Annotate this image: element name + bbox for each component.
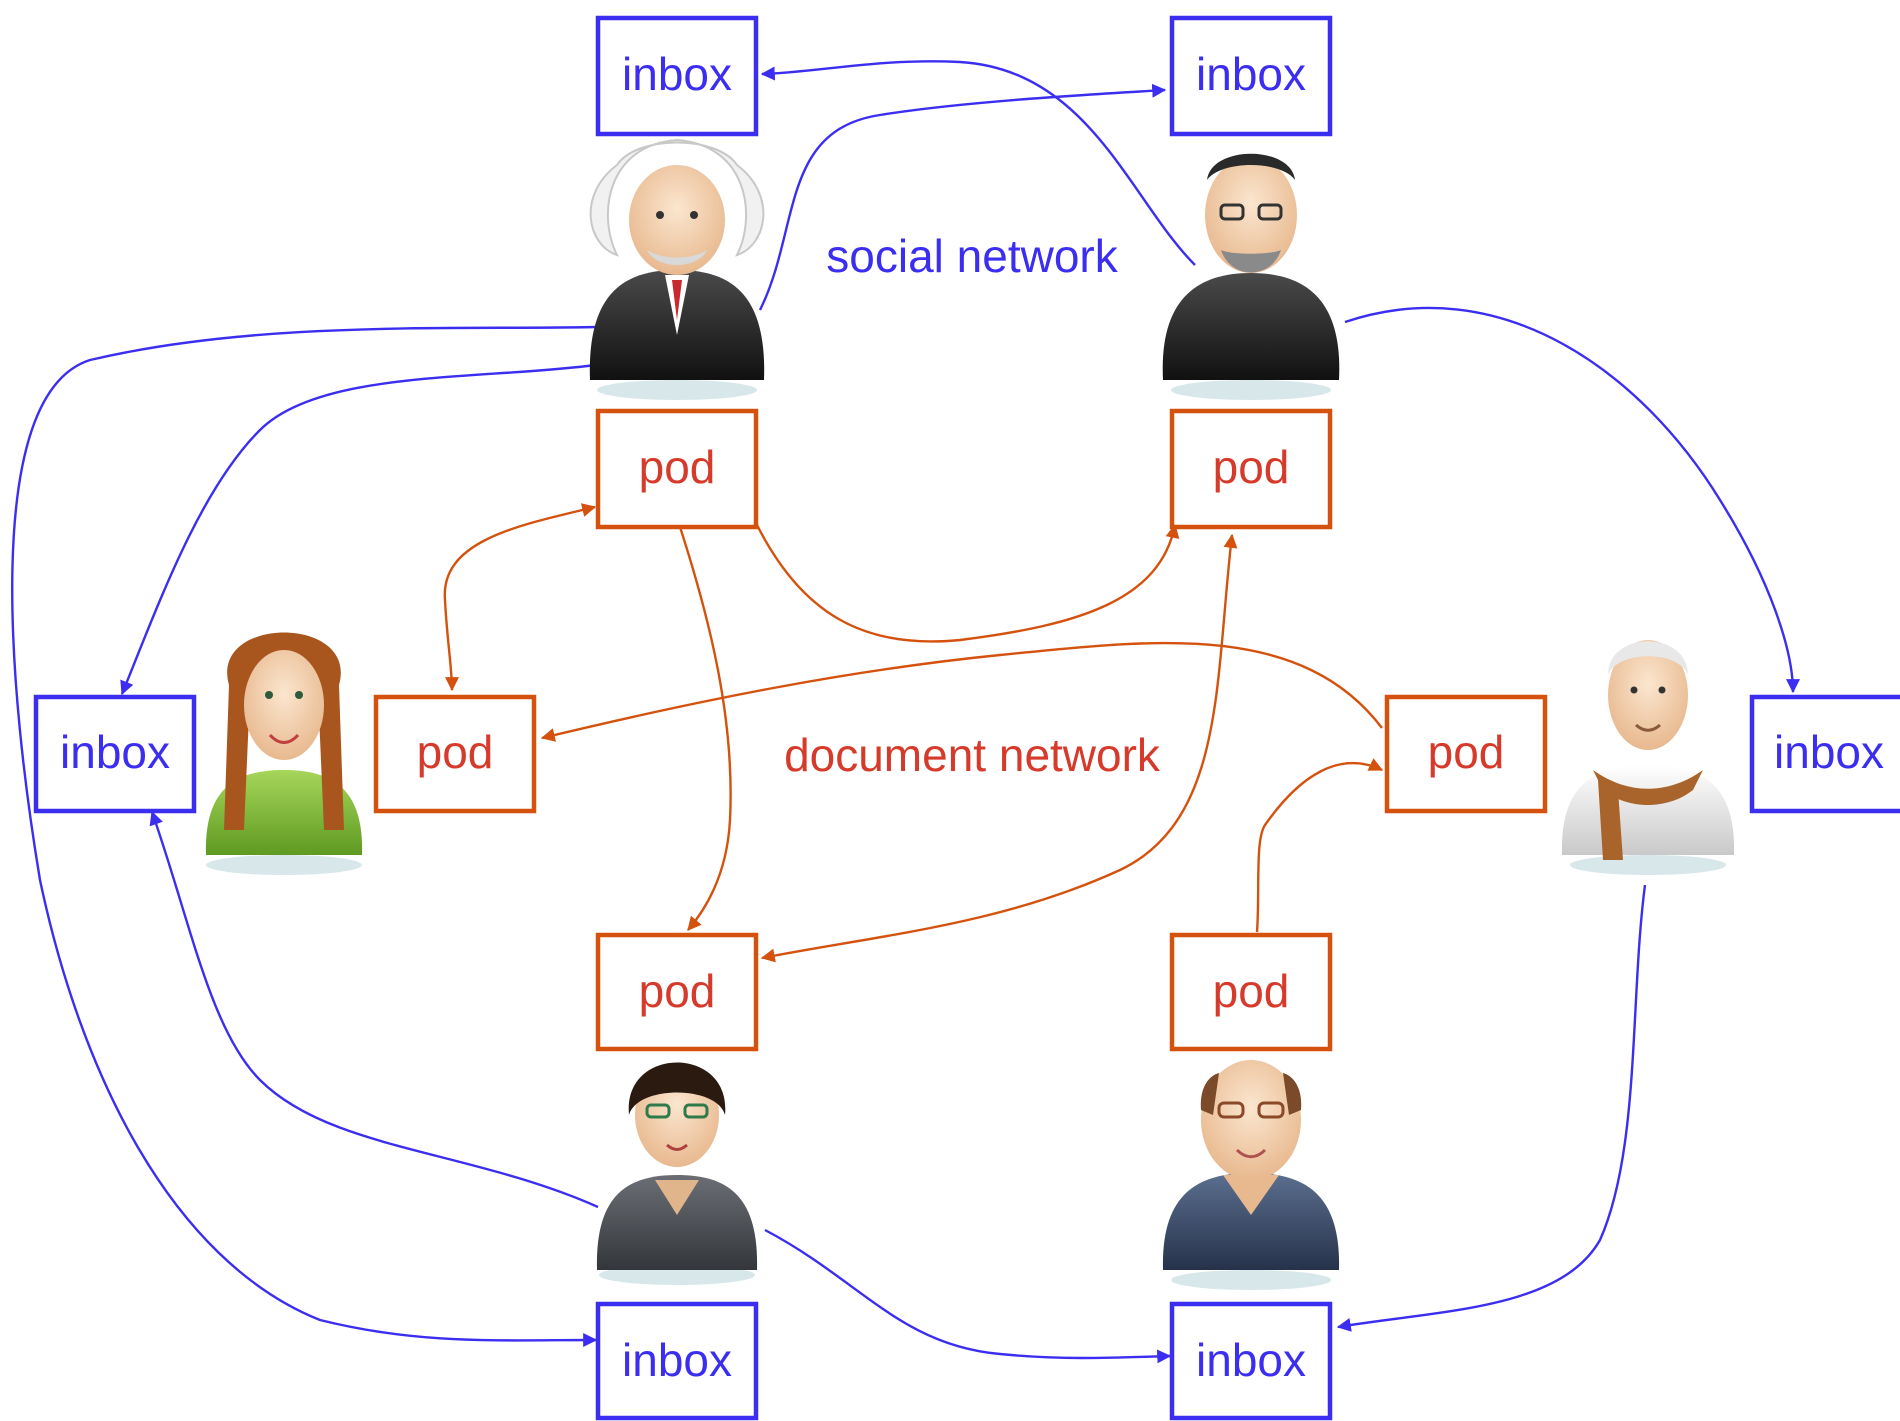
inbox-right[interactable]: inbox — [1749, 694, 1900, 814]
document-network-connections — [443, 503, 1384, 963]
pod-bottom-right[interactable]: pod — [1169, 932, 1333, 1052]
social-edge — [11, 325, 598, 1348]
dark-haired-woman-avatar[interactable] — [596, 1062, 758, 1286]
pod-label: pod — [1213, 965, 1290, 1017]
social-edge — [149, 810, 599, 1209]
social-edge — [1336, 884, 1647, 1332]
inbox-left[interactable]: inbox — [33, 694, 197, 814]
elderly-man-scarf-avatar[interactable] — [1561, 640, 1735, 875]
inbox-top-right[interactable]: inbox — [1169, 15, 1333, 137]
pod-label: pod — [1428, 726, 1505, 778]
pod-label: pod — [1213, 441, 1290, 493]
inbox-label: inbox — [1196, 48, 1306, 100]
social-edge — [760, 60, 1196, 266]
pod-label: pod — [417, 726, 494, 778]
pod-left[interactable]: pod — [373, 694, 537, 814]
red-haired-woman-avatar[interactable] — [205, 632, 363, 876]
social-network-connections — [11, 60, 1800, 1364]
social-edge — [764, 1228, 1172, 1364]
social-edge — [758, 83, 1167, 311]
document-edge — [443, 503, 597, 692]
inbox-label: inbox — [1196, 1334, 1306, 1386]
document-edge — [540, 641, 1383, 742]
social-edge — [1344, 306, 1800, 694]
inbox-label: inbox — [60, 726, 170, 778]
document-edge — [1255, 758, 1384, 933]
inbox-label: inbox — [622, 1334, 732, 1386]
pod-top-right[interactable]: pod — [1169, 408, 1333, 530]
document-edge — [678, 526, 732, 931]
inbox-label: inbox — [622, 48, 732, 100]
document-edge — [760, 533, 1238, 963]
pod-top-left[interactable]: pod — [595, 408, 759, 530]
document-network-label: document network — [784, 729, 1161, 781]
pod-label: pod — [639, 441, 716, 493]
inbox-bottom-right[interactable]: inbox — [1169, 1301, 1333, 1421]
pod-label: pod — [639, 965, 716, 1017]
pod-right[interactable]: pod — [1384, 694, 1548, 814]
inbox-bottom-left[interactable]: inbox — [595, 1301, 759, 1421]
social-edge — [120, 363, 597, 696]
bald-man-glasses-avatar[interactable] — [1162, 1060, 1340, 1290]
bearded-man-avatar[interactable] — [1162, 153, 1340, 400]
social-network-label: social network — [826, 230, 1118, 282]
document-edge — [755, 523, 1180, 643]
inbox-top-left[interactable]: inbox — [595, 15, 759, 137]
elderly-scientist-avatar[interactable] — [589, 138, 765, 400]
pod-bottom-left[interactable]: pod — [595, 932, 759, 1052]
inbox-label: inbox — [1774, 726, 1884, 778]
